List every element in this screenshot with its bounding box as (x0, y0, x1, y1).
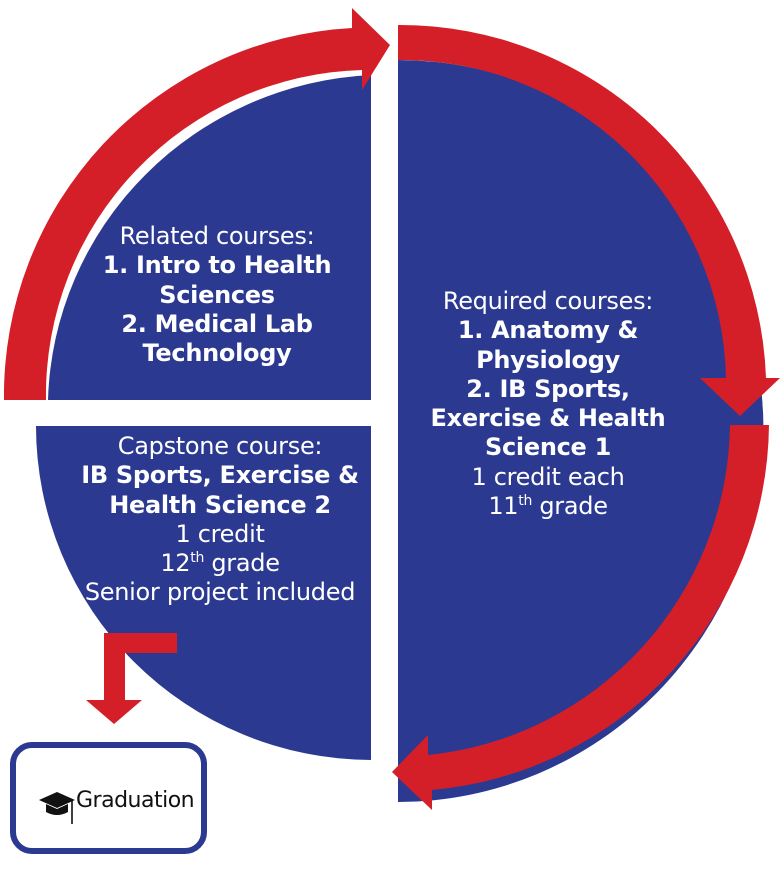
arrow-bottom-right-arc (392, 425, 769, 810)
required-course-line-2: Physiology (476, 345, 620, 374)
arrow-top-left-arc (3, 8, 391, 400)
related-courses-title: Related courses: (119, 222, 315, 250)
capstone-note: Senior project included (84, 578, 356, 607)
capstone-credit: 1 credit (175, 519, 265, 548)
related-course-line-2: Sciences (159, 280, 275, 309)
capstone-course-line-1: IB Sports, Exercise & (81, 461, 359, 490)
required-course-line-1: 1. Anatomy & (457, 316, 639, 345)
related-course-line-3: 2. Medical Lab (121, 309, 313, 338)
quadrant-bottom-left (36, 426, 371, 760)
arrow-top-right-arc (398, 24, 780, 417)
related-courses-block: Related courses: 1. Intro to Health Scie… (92, 222, 342, 368)
arrow-to-graduation (86, 633, 177, 724)
capstone-course-block: Capstone course: IB Sports, Exercise & H… (70, 432, 370, 608)
required-course-line-5: Science 1 (485, 433, 611, 462)
required-courses-block: Required courses: 1. Anatomy & Physiolog… (418, 287, 678, 521)
required-course-line-4: Exercise & Health (430, 404, 666, 433)
related-course-line-1: 1. Intro to Health (102, 251, 332, 280)
required-courses-title: Required courses: (442, 287, 654, 315)
graduation-label: Graduation (76, 788, 195, 813)
capstone-course-title: Capstone course: (117, 432, 323, 460)
related-course-line-4: Technology (142, 339, 292, 368)
required-course-line-3: 2. IB Sports, (466, 374, 630, 403)
graduation-cap-icon (39, 792, 75, 824)
required-credit: 1 credit each (471, 462, 625, 491)
quadrant-top-left (48, 75, 371, 400)
capstone-grade: 12th grade (160, 549, 280, 578)
capstone-course-line-2: Health Science 2 (109, 490, 331, 519)
graduation-box: Graduation (10, 742, 207, 854)
required-grade: 11th grade (488, 491, 608, 520)
